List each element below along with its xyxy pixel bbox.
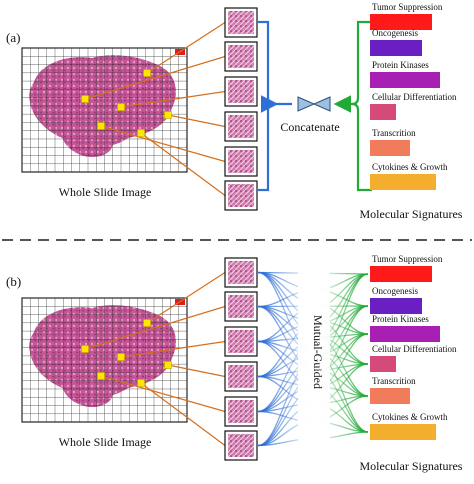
wsi-b: [22, 298, 187, 422]
signature-bar: [370, 174, 436, 190]
signature-label: Transcrition: [372, 128, 416, 138]
concatenate-label: Concatenate: [280, 120, 339, 134]
wsi-branch-connector: [258, 22, 292, 104]
patch-2: [225, 292, 257, 321]
patch-marker: [144, 320, 151, 327]
signature-label: Oncogenesis: [372, 28, 418, 38]
patch-6: [225, 181, 257, 210]
patch-marker: [138, 130, 145, 137]
molecular-caption: Molecular Signatures: [360, 459, 463, 473]
concatenate-icon: [298, 97, 330, 111]
signature-item: Oncogenesis: [370, 286, 422, 314]
signature-bar: [370, 140, 410, 156]
signature-item: Tumor Suppression: [370, 254, 443, 282]
genomic-branch-connector: [338, 22, 372, 104]
panel-b-label: (b): [6, 274, 21, 289]
wsi-a: [22, 48, 187, 172]
patch-marker: [82, 96, 89, 103]
signature-item: Protein Kinases: [370, 60, 440, 88]
patch-grid: [22, 298, 187, 422]
patch-3: [225, 77, 257, 106]
patch-5: [225, 147, 257, 176]
patch-column: [225, 258, 257, 460]
patch-marker: [144, 70, 151, 77]
signature-item: Oncogenesis: [370, 28, 422, 56]
signature-bar: [370, 72, 440, 88]
mutual-guided-label: Mutual-Guided: [311, 315, 325, 389]
patch-4: [225, 112, 257, 141]
signature-label: Tumor Suppression: [372, 254, 443, 264]
genomic-branch-connector-lower: [352, 104, 372, 190]
patch-marker: [118, 354, 125, 361]
signature-label: Protein Kinases: [372, 60, 429, 70]
patch-grid: [22, 48, 187, 172]
patch-marker: [165, 112, 172, 119]
patch-1: [225, 8, 257, 37]
molecular-caption: Molecular Signatures: [360, 207, 463, 221]
signature-label: Cellular Differentiation: [372, 92, 457, 102]
wsi-branch-connector-lower: [258, 104, 274, 190]
signature-item: Transcrition: [370, 376, 416, 404]
signature-label: Cytokines & Growth: [372, 412, 448, 422]
patch-4: [225, 362, 257, 391]
signature-item: Cytokines & Growth: [370, 162, 448, 190]
signature-label: Protein Kinases: [372, 314, 429, 324]
signature-bar: [370, 266, 432, 282]
signature-item: Tumor Suppression: [370, 2, 443, 30]
signature-item: Cytokines & Growth: [370, 412, 448, 440]
patch-marker: [82, 346, 89, 353]
signature-bar: [370, 298, 422, 314]
panel-a: (a) Whole Slide Image Concatenate Tumor …: [6, 2, 463, 221]
signature-bar: [370, 326, 440, 342]
patch-marker: [98, 373, 105, 380]
patch-2: [225, 42, 257, 71]
patch-marker: [118, 104, 125, 111]
signature-label: Oncogenesis: [372, 286, 418, 296]
signature-item: Transcrition: [370, 128, 416, 156]
signature-bar: [370, 40, 422, 56]
signature-item: Cellular Differentiation: [370, 344, 457, 372]
wsi-caption: Whole Slide Image: [59, 185, 152, 199]
wsi-caption: Whole Slide Image: [59, 435, 152, 449]
signature-label: Transcrition: [372, 376, 416, 386]
patch-3: [225, 327, 257, 356]
patch-marker: [138, 380, 145, 387]
patch-6: [225, 431, 257, 460]
signature-label: Cellular Differentiation: [372, 344, 457, 354]
signature-item: Protein Kinases: [370, 314, 440, 342]
signature-label: Cytokines & Growth: [372, 162, 448, 172]
signature-label: Tumor Suppression: [372, 2, 443, 12]
patch-1: [225, 258, 257, 287]
panel-b: (b) Whole Slide Image Mutual-Guided Tumo…: [6, 254, 463, 473]
patch-marker: [98, 123, 105, 130]
signature-bar: [370, 356, 396, 372]
panel-a-label: (a): [6, 30, 20, 45]
patch-marker: [165, 362, 172, 369]
signature-item: Cellular Differentiation: [370, 92, 457, 120]
patch-5: [225, 397, 257, 426]
signature-bar: [370, 424, 436, 440]
signature-bar: [370, 104, 396, 120]
signature-bar: [370, 388, 410, 404]
patch-column: [225, 8, 257, 210]
